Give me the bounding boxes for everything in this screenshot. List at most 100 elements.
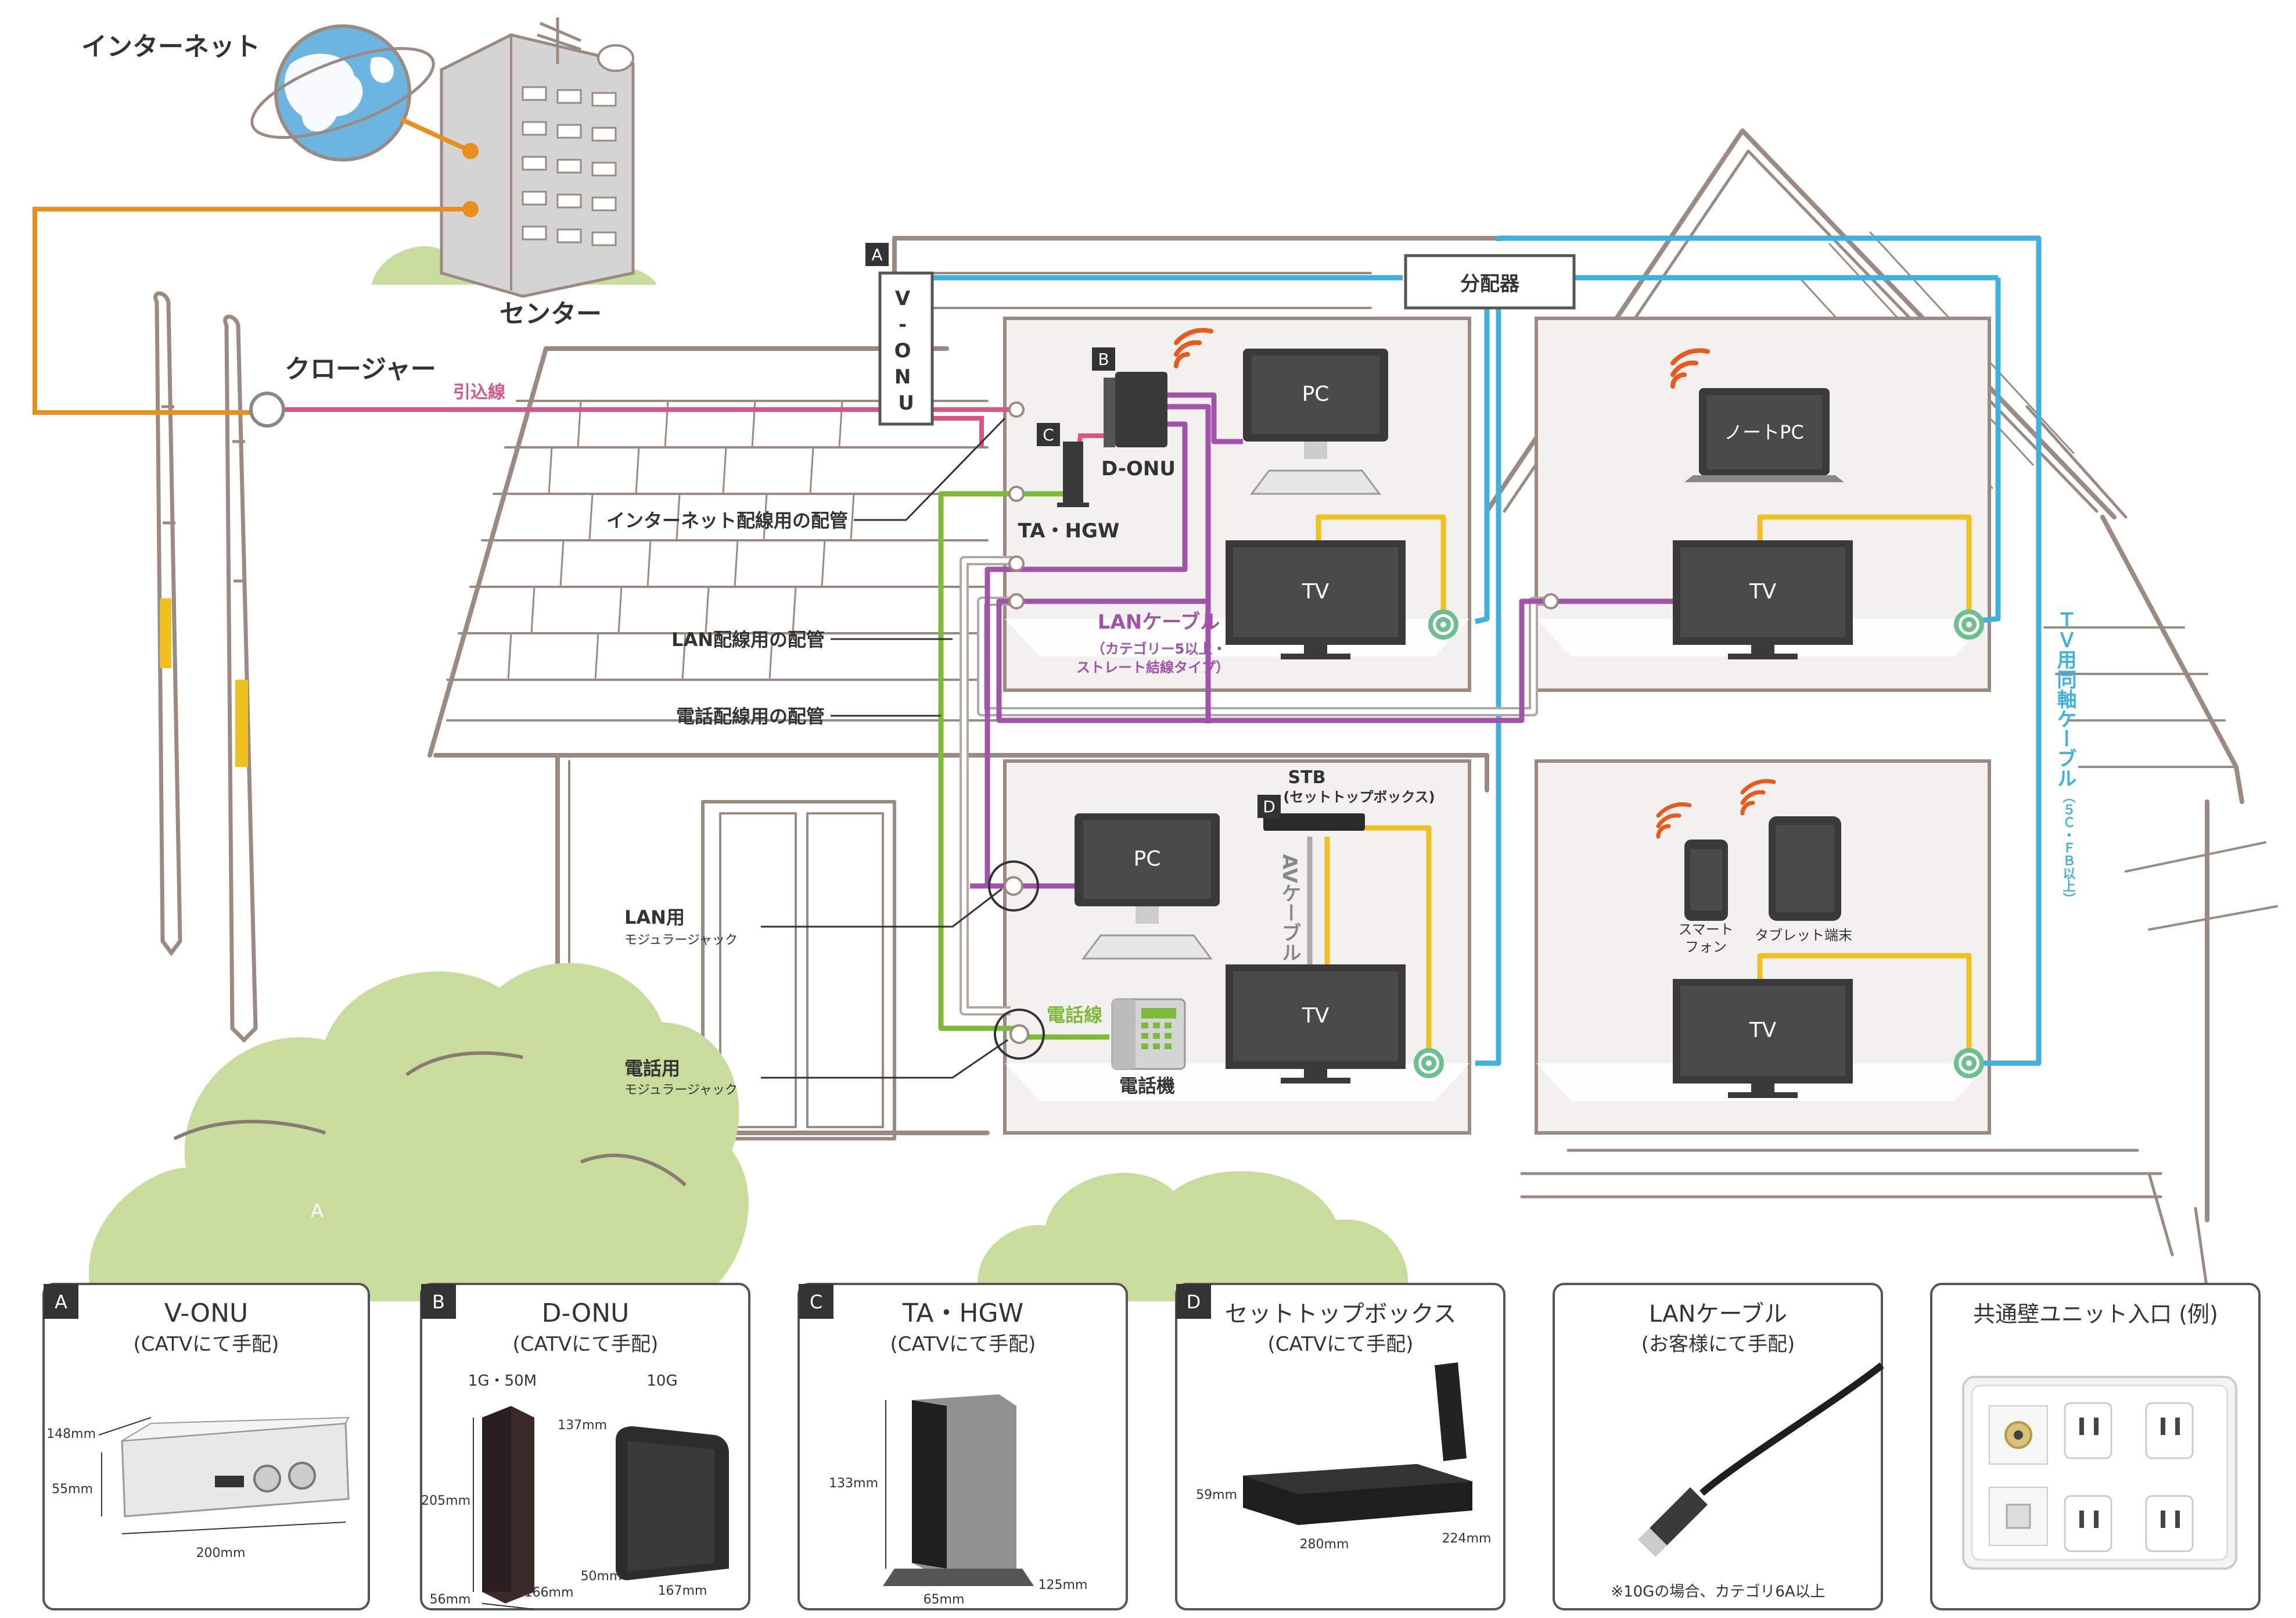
card-tag: D	[1187, 1291, 1201, 1313]
wifi-icon	[1740, 779, 1776, 816]
card-title: TA・HGW	[902, 1298, 1023, 1328]
utility-poles	[153, 291, 258, 1043]
dim-label: 167mm	[658, 1584, 707, 1598]
card-stb: D セットトップボックス (CATVにて手配) 59mm 280mm 224mm	[1175, 1283, 1505, 1610]
dim-label: 280mm	[1300, 1537, 1349, 1552]
dim-label: 133mm	[829, 1476, 878, 1491]
d-onu-tag: B	[1098, 350, 1109, 369]
coax-cable-note: （５Ｃ・ＦＢ以上）	[2061, 790, 2076, 905]
tv-wall-outlets	[1414, 609, 1984, 1078]
dim-label: 224mm	[1442, 1531, 1492, 1546]
dim-label: 200mm	[196, 1546, 246, 1560]
v-onu-vertical-label: V - O N U	[894, 287, 918, 415]
card-tag: A	[55, 1291, 67, 1313]
pc-upper: PC	[1243, 349, 1388, 495]
globe-icon	[250, 24, 435, 162]
phone-jack	[994, 1009, 1045, 1060]
card-title: 共通壁ユニット入口 (例)	[1973, 1301, 2218, 1327]
tv-lower-left-label: TV	[1302, 1004, 1330, 1028]
internet-conduit-label: インターネット配線用の配管	[606, 510, 848, 532]
lan-conduit-label: LAN配線用の配管	[671, 629, 825, 651]
ta-hgw-device: C TA・HGW	[1018, 423, 1120, 543]
card-wall-unit: 共通壁ユニット入口 (例)	[1930, 1283, 2261, 1610]
tv-lower-left: TV	[1226, 964, 1406, 1084]
tv-upper-left-label: TV	[1302, 580, 1330, 604]
telephone: 電話機 電話線	[1047, 998, 1186, 1097]
phone-conduit-label: 電話配線用の配管	[676, 705, 825, 727]
d-onu-device: B D-ONU	[1092, 328, 1213, 480]
lan-jack-label: LAN用	[624, 906, 685, 928]
tv-upper-right-label: TV	[1749, 580, 1777, 604]
dim-label: 148mm	[46, 1427, 96, 1441]
tv-lower-right: TV	[1673, 979, 1853, 1098]
card-title: LANケーブル	[1649, 1301, 1787, 1328]
card-ta-hgw: C TA・HGW (CATVにて手配) 133mm 65mm 125mm	[797, 1283, 1128, 1610]
center-label: センター	[500, 299, 602, 329]
closure: クロージャー	[249, 354, 436, 428]
card-v-onu: A V-ONU (CATVにて手配) 148mm 55mm 200mm	[42, 1283, 370, 1610]
splitter-device: 分配器	[1404, 254, 1576, 310]
smartphone-label-1: スマート	[1678, 921, 1733, 938]
tv-upper-right: TV	[1673, 540, 1853, 659]
left-bush	[88, 963, 749, 1301]
lan-cable-label: LANケーブル	[1098, 611, 1220, 634]
tablet: タブレット端末	[1740, 779, 1852, 943]
smartphone: スマート フォン	[1656, 802, 1734, 955]
telephone-label: 電話機	[1119, 1075, 1175, 1097]
v-onu-tag: A	[871, 245, 882, 264]
stb-device: D STB (セットトップボックス) AVケーブル	[1257, 767, 1435, 962]
closure-label: クロージャー	[285, 354, 436, 384]
card-note: ※10Gの場合、カテゴリ6A以上	[1611, 1583, 1825, 1601]
card-title: V-ONU	[164, 1298, 248, 1328]
callout-leaders	[761, 417, 1008, 1079]
lan-cable-note-1: （カテゴリー5以上・	[1091, 641, 1227, 657]
lan-cable-note-2: ストレート結線タイプ）	[1076, 659, 1230, 676]
card-lan-cable: LANケーブル (お客様にて手配) ※10Gの場合、カテゴリ6A以上	[1553, 1283, 1884, 1610]
house-sketch	[427, 128, 2278, 1291]
dim-label: 125mm	[1039, 1578, 1088, 1592]
center-building	[440, 17, 635, 298]
card-subtitle: (お客様にて手配)	[1641, 1333, 1795, 1356]
card-title: D-ONU	[542, 1298, 630, 1328]
phone-line-label: 電話線	[1047, 1004, 1102, 1026]
coax-cable-label: ＴＶ用同軸ケーブル	[2053, 610, 2076, 788]
v-onu-device: V - O N U A	[865, 243, 934, 426]
smartphone-label-2: フォン	[1685, 939, 1727, 955]
tv-lower-right-label: TV	[1749, 1018, 1777, 1042]
stb-tag: D	[1263, 797, 1275, 816]
av-cable-label: AVケーブル	[1278, 854, 1301, 962]
card-title: セットトップボックス	[1225, 1301, 1457, 1328]
phone-jack-label: 電話用	[624, 1057, 680, 1079]
internet-label: インターネット	[81, 32, 260, 62]
card-subtitle: (CATVにて手配)	[134, 1333, 279, 1356]
coax-cable	[932, 235, 2042, 1066]
av-cable-stb-tv	[1307, 837, 1330, 964]
notebook-pc-label: ノートPC	[1724, 421, 1804, 443]
wifi-icon	[1656, 802, 1692, 839]
ta-hgw-tag: C	[1043, 425, 1054, 444]
dim-label: 137mm	[558, 1418, 607, 1433]
tablet-label: タブレット端末	[1755, 927, 1852, 943]
drop-line-label: 引込線	[453, 382, 505, 403]
av-cable	[1316, 514, 1972, 1057]
wifi-icon	[1174, 328, 1213, 368]
card-tag: B	[432, 1291, 445, 1313]
product-cards: A V-ONU (CATVにて手配) 148mm 55mm 200mm B D-…	[42, 1283, 2261, 1610]
lan-jack	[988, 860, 1039, 912]
pc-upper-label: PC	[1302, 382, 1330, 406]
dim-label: 55mm	[52, 1482, 93, 1497]
variant-1g: 1G・50M	[468, 1372, 537, 1390]
splitter-label: 分配器	[1460, 272, 1520, 296]
dim-label: 50mm	[581, 1569, 622, 1584]
fiber-line	[33, 117, 479, 415]
variant-10g: 10G	[646, 1372, 677, 1390]
phone-jack-sublabel: モジュラージャック	[624, 1083, 738, 1097]
stb-sublabel: (セットトップボックス)	[1283, 789, 1435, 805]
d-onu-label: D-ONU	[1101, 457, 1176, 480]
card-subtitle: (CATVにて手配)	[1268, 1333, 1414, 1356]
dim-label: 56mm	[430, 1592, 471, 1607]
right-bush	[978, 1171, 1408, 1301]
ta-hgw-label: TA・HGW	[1018, 519, 1120, 543]
dim-label: 65mm	[924, 1592, 965, 1607]
tv-upper-left: TV	[1226, 540, 1406, 659]
